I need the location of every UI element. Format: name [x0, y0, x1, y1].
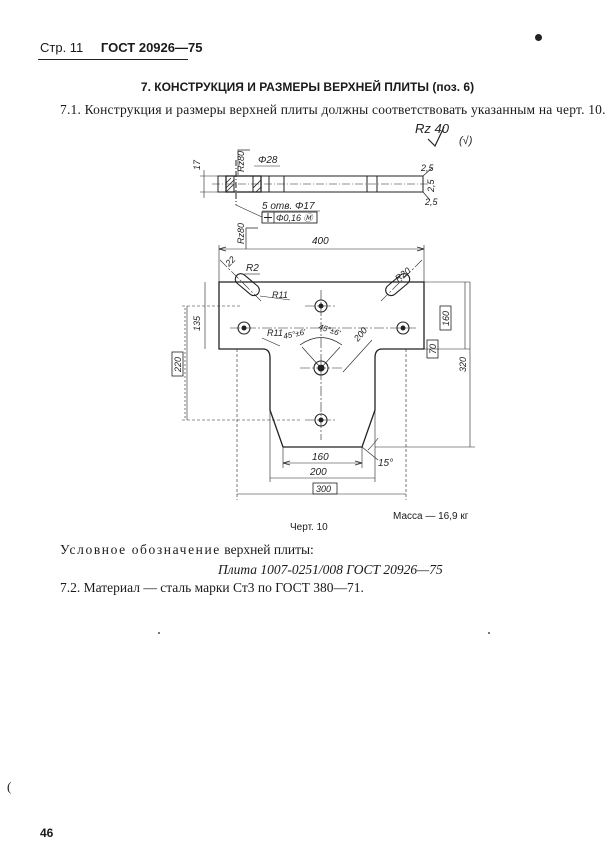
dim-70: 70 [428, 344, 438, 354]
dim-phi28: Φ28 [258, 155, 278, 166]
plan-view: 45°±6' 45°±6' 200 R2 22 R11 R11 R20 Rz80… [171, 223, 475, 500]
dim-320: 320 [458, 357, 468, 372]
paragraph-7-1: 7.1. Конструкция и размеры верхней плиты… [60, 102, 606, 117]
page-label: Стр. 11 [40, 40, 84, 55]
mounting-holes [237, 299, 410, 427]
header-rule [38, 59, 188, 60]
roughness-main-label: Rz 40 [415, 121, 450, 136]
designation-example: Плита 1007-0251/008 ГОСТ 20926—75 [218, 562, 443, 577]
position-tolerance: Φ0,16 Ⓜ [276, 213, 315, 223]
angle-15: 15° [378, 458, 393, 469]
dim-2-5-a: 2,5 [420, 163, 435, 173]
dim-160-right: 160 [441, 311, 451, 326]
roughness-symbol: Rz 40 (√) [415, 121, 473, 148]
dim-2-5-c: 2,5 [424, 197, 439, 207]
scan-speck [488, 632, 490, 634]
angle-left: 45°±6' [283, 327, 307, 341]
dim-rz80-side: Rz80 [236, 223, 246, 244]
dim-160-bottom: 160 [312, 452, 329, 463]
designation-label: Условное обозначение [60, 542, 221, 557]
dim-400: 400 [312, 236, 329, 247]
scan-speck [158, 632, 160, 634]
dim-rz80-top: Rz80 [236, 151, 246, 172]
paragraph-7-2: 7.2. Материал — сталь марки Ст3 по ГОСТ … [60, 580, 364, 595]
edge-mark: ( [7, 779, 12, 794]
designation-line: Условное обозначение верхней плиты: [60, 542, 314, 558]
dim-r11-b: R11 [267, 328, 283, 338]
dim-300: 300 [316, 484, 331, 494]
designation-rest: верхней плиты: [220, 542, 314, 557]
dim-22: 22 [223, 254, 238, 269]
dim-r11-a: R11 [272, 290, 288, 300]
section-view: 17 Rz80 Φ28 2,5 2,5 2,5 5 отв. Φ17 Φ0,16… [192, 149, 439, 224]
page-number: 46 [40, 826, 54, 840]
figure-caption: Черт. 10 [290, 522, 328, 533]
dim-135: 135 [192, 315, 202, 331]
page-header: Стр. 11 ГОСТ 20926—75 [40, 40, 202, 55]
holes-note: 5 отв. Φ17 [262, 201, 315, 212]
dim-2-5-b: 2,5 [426, 178, 436, 193]
roughness-other-label: (√) [459, 135, 473, 147]
mass-label: Масса — 16,9 кг [393, 511, 469, 522]
dim-r2: R2 [246, 263, 259, 274]
dim-220: 220 [173, 357, 183, 373]
corner-dot [535, 34, 542, 41]
dim-200-bottom: 200 [309, 467, 327, 478]
section-title: 7. КОНСТРУКЦИЯ И РАЗМЕРЫ ВЕРХНЕЙ ПЛИТЫ (… [140, 80, 475, 94]
standard-code: ГОСТ 20926—75 [100, 40, 203, 55]
dim-17: 17 [192, 159, 202, 170]
